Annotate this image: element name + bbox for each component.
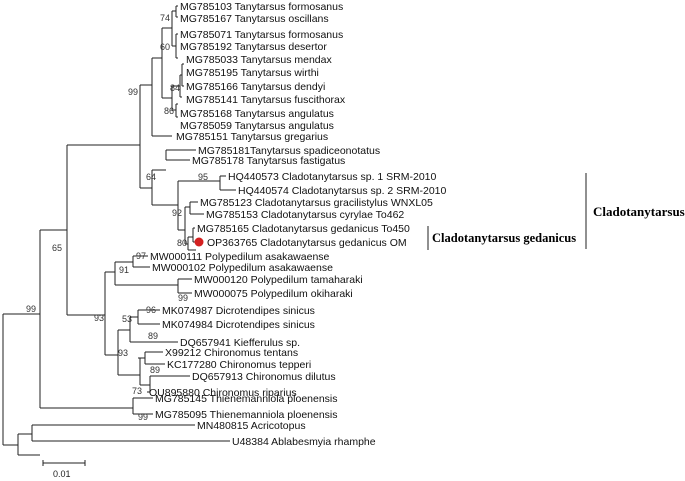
taxon-label: HQ440574 Cladotanytarsus sp. 2 SRM-2010 bbox=[238, 185, 447, 197]
taxon-label: MG785192 Tanytarsus desertor bbox=[180, 41, 327, 53]
taxon-label: MG785181Tanytarsus spadiceonotatus bbox=[198, 145, 380, 157]
bootstrap-label: 99 bbox=[128, 87, 138, 97]
taxon-label: KC177280 Chironomus tepperi bbox=[167, 359, 311, 371]
bootstrap-label: 91 bbox=[119, 265, 129, 275]
taxon-label: MW000075 Polypedilum okiharaki bbox=[194, 288, 353, 300]
bootstrap-label: 86 bbox=[164, 106, 174, 116]
taxon-label: MW000120 Polypedilum tamaharaki bbox=[194, 274, 363, 286]
bootstrap-label: 60 bbox=[160, 42, 170, 52]
bootstrap-label: 73 bbox=[132, 386, 142, 396]
species-label: Cladotanytarsus gedanicus bbox=[432, 231, 576, 245]
taxon-label: MG785151 Tanytarsus gregarius bbox=[176, 131, 328, 143]
bootstrap-label: 80 bbox=[177, 238, 187, 248]
taxon-label: MG785123 Cladotanytarsus gracilistylus W… bbox=[200, 197, 433, 209]
taxon-label: MW000102 Polypedilum asakawaense bbox=[152, 262, 333, 274]
taxon-label: MK074984 Dicrotendipes sinicus bbox=[162, 319, 315, 331]
bootstrap-label: 99 bbox=[26, 304, 36, 314]
bootstrap-label: 99 bbox=[138, 412, 148, 422]
bootstrap-label: 99 bbox=[178, 293, 188, 303]
taxon-label: MG785033 Tanytarsus mendax bbox=[186, 54, 332, 66]
genus-label: Cladotanytarsus bbox=[593, 204, 685, 219]
bootstrap-label: 96 bbox=[146, 305, 156, 315]
taxon-label: DQ657913 Chironomus dilutus bbox=[192, 371, 336, 383]
taxon-label: MK074987 Dicrotendipes sinicus bbox=[162, 305, 315, 317]
taxon-label: MG785165 Cladotanytarsus gedanicus To450 bbox=[197, 223, 410, 235]
bootstrap-label: 92 bbox=[172, 208, 182, 218]
bootstrap-label: 53 bbox=[122, 314, 132, 324]
bootstrap-label: 84 bbox=[170, 83, 180, 93]
taxon-label: X99212 Chironomus tentans bbox=[165, 347, 298, 359]
taxon-label: MG785145 Thienemanniola ploenensis bbox=[155, 393, 338, 405]
taxon-label: MG785167 Tanytarsus oscillans bbox=[180, 13, 329, 25]
bootstrap-label: 89 bbox=[150, 365, 160, 375]
bootstrap-label: 65 bbox=[52, 243, 62, 253]
bootstrap-label: 64 bbox=[146, 172, 156, 182]
taxon-label: MG785153 Cladotanytarsus cyrylae To462 bbox=[206, 209, 404, 221]
bootstrap-label: 95 bbox=[198, 172, 208, 182]
taxon-label: MG785195 Tanytarsus wirthi bbox=[186, 67, 319, 79]
taxon-label: MG785141 Tanytarsus fuscithorax bbox=[186, 94, 346, 106]
taxon-label: MG785071 Tanytarsus formosanus bbox=[180, 29, 343, 41]
highlight-marker bbox=[194, 237, 204, 247]
scale-bar-label: 0.01 bbox=[53, 469, 71, 479]
taxon-label: MN480815 Acricotopus bbox=[197, 420, 306, 432]
bootstrap-label: 93 bbox=[118, 348, 128, 358]
taxon-label: U48384 Ablabesmyia rhamphe bbox=[232, 436, 376, 448]
bootstrap-label: 89 bbox=[148, 331, 158, 341]
taxon-label: MG785059 Tanytarsus angulatus bbox=[180, 120, 334, 132]
taxon-label: DQ657941 Kiefferulus sp. bbox=[180, 337, 300, 349]
taxon-label: HQ440573 Cladotanytarsus sp. 1 SRM-2010 bbox=[228, 171, 437, 183]
taxon-label: MG785103 Tanytarsus formosanus bbox=[180, 1, 343, 13]
scale-bar: 0.01 bbox=[42, 460, 86, 479]
tree-branches bbox=[2, 5, 236, 456]
bootstrap-label: 93 bbox=[94, 313, 104, 323]
taxon-label: OU895880 Chironomus riparius bbox=[149, 387, 297, 399]
bootstrap-values: 74 60 84 86 99 64 95 92 80 97 91 99 96 5… bbox=[26, 13, 208, 422]
taxon-label: MG785178 Tanytarsus fastigatus bbox=[192, 155, 345, 167]
taxon-label: MW000111 Polypedilum asakawaense bbox=[150, 251, 330, 263]
taxon-label: MG785166 Tanytarsus dendyi bbox=[186, 81, 325, 93]
taxon-label: MG785095 Thienemanniola ploenensis bbox=[155, 409, 338, 421]
group-annotations: Cladotanytarsus Cladotanytarsus gedanicu… bbox=[427, 173, 685, 250]
taxon-label: OP363765 Cladotanytarsus gedanicus OM bbox=[207, 237, 407, 249]
taxon-labels: MG785103 Tanytarsus formosanus MG785167 … bbox=[149, 1, 447, 448]
bootstrap-label: 74 bbox=[160, 13, 170, 23]
taxon-label: MG785168 Tanytarsus angulatus bbox=[180, 108, 334, 120]
bootstrap-label: 97 bbox=[136, 251, 146, 261]
